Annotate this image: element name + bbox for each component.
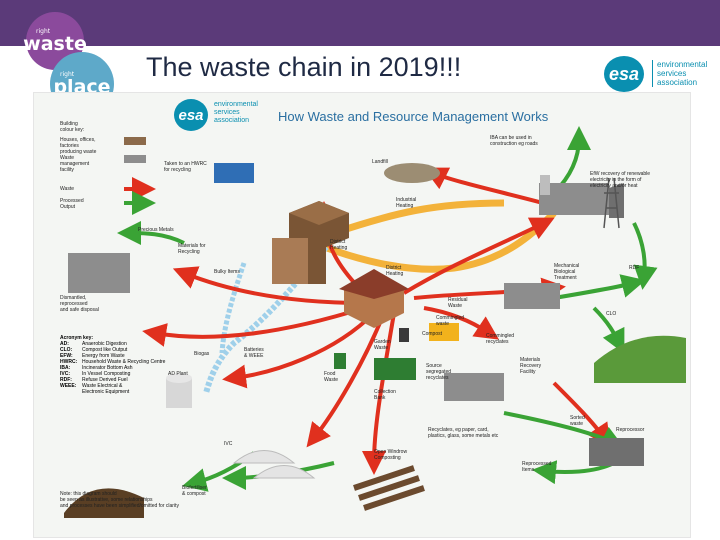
label-landfill: Landfill — [372, 159, 388, 165]
landfill — [384, 163, 440, 183]
key-waste-label: Waste — [60, 186, 74, 192]
esa-name-small: environmental services association — [214, 101, 258, 125]
top-banner — [0, 0, 720, 46]
label-dismantled: Dismantled, reprocessed and safe disposa… — [60, 295, 99, 313]
label-efw: EfW recovery of renewable electricity in… — [590, 171, 650, 189]
infographic-header: esa environmental services association H… — [174, 99, 534, 135]
key-facility-label: Waste management facility — [60, 155, 89, 173]
dismantling-facility — [68, 253, 130, 293]
hwrc-skips — [214, 163, 254, 183]
flats-building — [272, 238, 326, 284]
esa-name: environmental services association — [652, 60, 707, 87]
mbt-facility — [504, 283, 560, 309]
esa-mark: esa — [604, 56, 644, 92]
building-key-title: Building colour key: — [60, 121, 84, 133]
reprocessor-facility — [589, 438, 644, 466]
heat-pipe — [334, 203, 504, 233]
label-sorted-waste: Sorted waste — [570, 415, 585, 427]
label-bulky-items: Bulky Items — [214, 269, 240, 275]
label-windrow: Open Windrow Composting — [374, 449, 407, 461]
label-materials: Materials for Recycling — [178, 243, 206, 255]
key-houses-swatch — [124, 137, 146, 145]
flow-diagram — [34, 93, 690, 537]
label-source-segregated: Source segregated recyclates — [426, 363, 451, 381]
food-waste-bin — [334, 353, 346, 369]
label-note: Note: this diagram should be seen as ill… — [60, 491, 179, 509]
label-rdf: RDF — [629, 265, 639, 271]
label-compost: Compost — [422, 331, 442, 337]
label-residual: Residual Waste — [448, 297, 467, 309]
label-district-heating-2: District Heating — [386, 265, 403, 277]
acronym-meaning: Waste Electrical & Electronic Equipment — [82, 383, 129, 395]
label-collection-bank: Collection Bank — [374, 389, 396, 401]
hill — [594, 336, 686, 383]
acronym-code: WEEE: — [60, 383, 82, 395]
label-industrial-heating: Industrial Heating — [396, 197, 416, 209]
waste-arrow — [404, 223, 544, 293]
label-mbt: Mechanical Biological Treatment — [554, 263, 579, 281]
logo-big-text: waste — [23, 35, 87, 53]
label-district-heating: District Heating — [330, 239, 347, 251]
acronym-row: WEEE:Waste Electrical & Electronic Equip… — [60, 383, 180, 395]
output-arrow — [129, 233, 184, 243]
key-houses-label: Houses, offices, factories producing was… — [60, 137, 96, 155]
label-reprocessed-items: Reprocessed Items — [522, 461, 551, 473]
label-biofertiliser: Biofertiliser & compost — [182, 485, 207, 497]
label-ivc: IVC — [224, 441, 232, 447]
acronym-key: Acronym key: AD:Anaerobic Digestion CLO:… — [60, 335, 180, 395]
label-hwrc: Taken to an HWRC for recycling — [164, 161, 207, 173]
label-batteries: Batteries & WEEE — [244, 347, 264, 359]
slide-title: The waste chain in 2019!!! — [146, 52, 461, 83]
esa-logo: esa environmental services association — [604, 56, 714, 96]
label-garden-waste: Garden Waste — [374, 339, 391, 351]
waste-infographic: esa environmental services association H… — [33, 92, 691, 538]
label-iba: IBA can be used in construction eg roads — [490, 135, 538, 147]
label-mrf: Materials Recovery Facility — [520, 357, 541, 375]
key-output-label: Processed Output — [60, 198, 84, 210]
waste-arrow — [374, 313, 394, 463]
windrow-rows — [354, 468, 424, 508]
label-food-waste: Food Waste — [324, 371, 338, 383]
biogas-pipe — [222, 263, 244, 353]
label-commingled-recyclates: Commingled recyclates — [486, 333, 514, 345]
label-biogas: Biogas — [194, 351, 209, 357]
output-arrow — [554, 283, 634, 298]
waste-arrow — [154, 308, 364, 337]
label-precious-metals: Precious Metals — [138, 227, 174, 233]
label-recyclates: Recyclates, eg paper, card, plastics, gl… — [428, 427, 498, 439]
infographic-title: How Waste and Resource Management Works — [278, 109, 548, 124]
label-commingled: Commingled waste — [436, 315, 464, 327]
collection-bank — [374, 358, 416, 380]
heat-pipe — [314, 213, 554, 269]
mrf-facility — [444, 373, 504, 401]
key-facility-swatch — [124, 155, 146, 163]
label-clo: CLO — [606, 311, 616, 317]
label-reprocessor: Reprocessor — [616, 427, 644, 433]
garden-bin — [399, 328, 409, 342]
esa-mark-small: esa — [174, 99, 208, 131]
ivc-tunnels — [234, 451, 314, 479]
